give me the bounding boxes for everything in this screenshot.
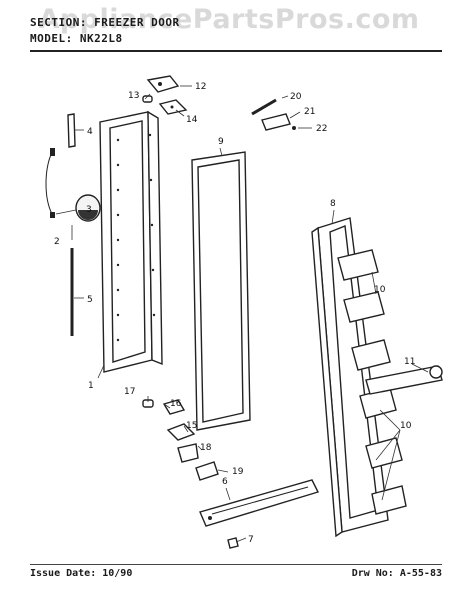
callout-7: 7 (248, 535, 254, 545)
callout-19: 19 (232, 467, 244, 477)
inner-door-panel-part (311, 217, 407, 538)
callout-12: 12 (195, 82, 206, 92)
callout-18: 18 (200, 443, 212, 453)
callout-17: 17 (124, 387, 135, 397)
model-title: MODEL: NK22L8 (30, 32, 123, 45)
callout-4: 4 (87, 127, 93, 137)
callout-6: 6 (222, 477, 228, 487)
top-hinge-part (142, 75, 188, 115)
trim-strip-part (67, 113, 76, 148)
door-gasket-part (191, 151, 251, 431)
door-handle-part (45, 148, 55, 218)
footer-rule (30, 564, 442, 565)
callout-21: 21 (304, 107, 315, 117)
callout-15: 15 (186, 421, 197, 431)
callout-2: 2 (54, 237, 60, 247)
round-cap-part (55, 194, 101, 222)
callout-1: 1 (88, 381, 94, 391)
shelf-bar-part (365, 365, 443, 395)
callout-20: 20 (290, 92, 302, 102)
upper-hardware-part (251, 98, 296, 131)
header-rule (30, 50, 442, 52)
callout-10-upper: 10 (374, 285, 386, 295)
callout-14: 14 (186, 115, 198, 125)
leader-lines (71, 85, 429, 543)
door-frame-part (99, 110, 163, 373)
frame-screw-holes (116, 133, 156, 342)
lower-hinge-part (142, 399, 239, 549)
callout-13: 13 (128, 91, 139, 101)
bottom-rail-part (199, 479, 319, 527)
callout-16: 16 (170, 399, 182, 409)
issue-date: Issue Date: 10/90 (30, 568, 133, 579)
callout-10-lower: 10 (400, 421, 412, 431)
callout-9: 9 (218, 137, 224, 147)
callout-8: 8 (330, 199, 336, 209)
callout-labels: 1 2 3 4 5 6 7 8 9 10 10 11 12 13 14 15 1… (54, 82, 415, 545)
watermark-text: AppliancePartsPros.com (38, 4, 420, 35)
callout-11: 11 (404, 357, 415, 367)
callout-3: 3 (86, 205, 92, 215)
callout-22: 22 (316, 124, 327, 134)
section-title: SECTION: FREEZER DOOR (30, 16, 180, 29)
callout-5: 5 (87, 295, 93, 305)
door-shelf-bins (337, 249, 407, 515)
drawing-number: Drw No: A-55-83 (351, 568, 442, 579)
